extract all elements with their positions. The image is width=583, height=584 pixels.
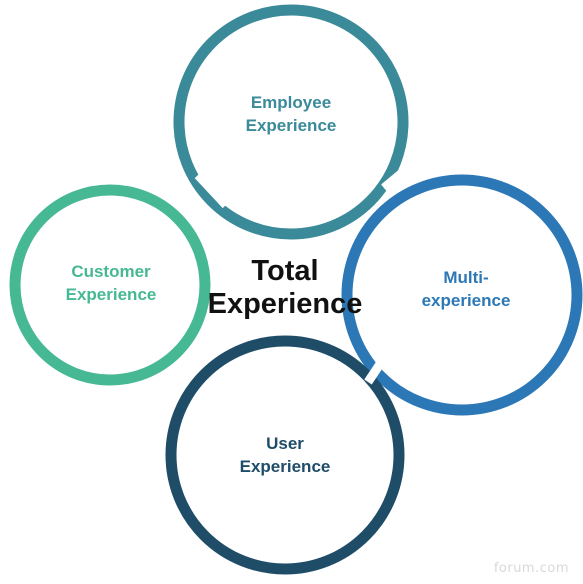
user-label-line2: Experience [239,457,331,476]
ring-gap [364,349,392,385]
user-label-line1: User [266,434,304,453]
multi-experience-ring [341,174,583,416]
employee-label-line1: Employee [250,93,332,112]
employee-label-line2: Experience [245,116,337,135]
customer-ring [9,184,211,386]
multi-label-line2: experience [421,291,511,310]
ring-gap [156,364,184,392]
total-experience-title: Total Experience [208,255,363,321]
watermark: forum.com [493,561,569,576]
customer-experience-label: Customer Experience [66,260,157,306]
ring-gap [194,171,230,209]
user-experience-label: User Experience [240,432,331,478]
multi-label-line1: Multi- [443,268,489,287]
multi-experience-label: Multi- experience [422,266,511,312]
employee-ring [173,4,409,240]
user-ring [165,335,405,575]
center-title-line1: Total [251,255,319,287]
employee-experience-label: Employee Experience [246,91,337,137]
customer-label-line1: Customer [71,262,151,281]
customer-label-line2: Experience [65,285,157,304]
center-title-line2: Experience [207,288,363,320]
ring-gap [381,164,411,192]
